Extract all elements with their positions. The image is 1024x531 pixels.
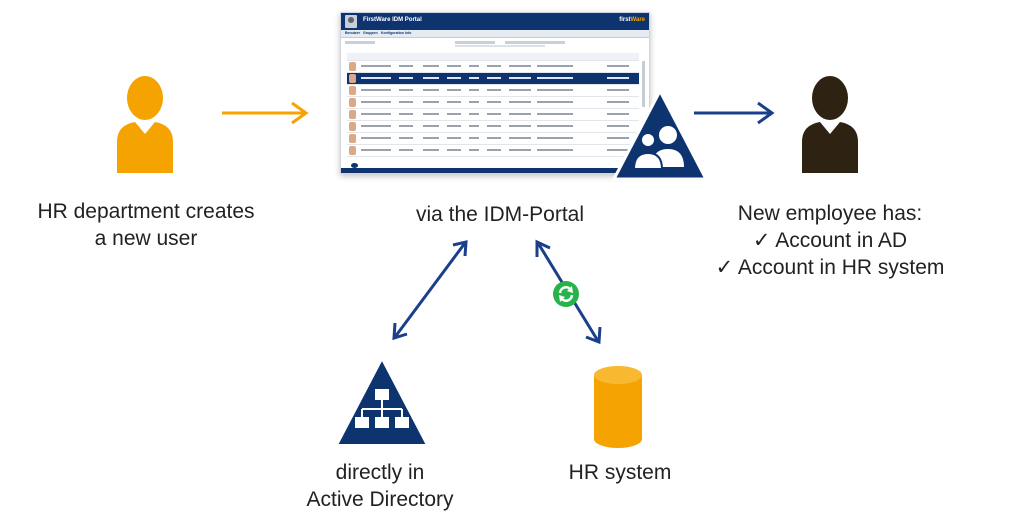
portal-user-grid (347, 53, 639, 161)
check-item-hr: ✓ Account in HR system (680, 254, 980, 281)
portal-header: FirstWare IDM Portal firstWare (341, 13, 649, 30)
portal-grid-row[interactable] (347, 121, 639, 133)
hr-system-database-icon (594, 366, 642, 448)
portal-grid-header (347, 53, 639, 61)
active-directory-line-1: directly in (335, 461, 425, 484)
portal-pager[interactable] (351, 163, 358, 168)
portal-logo-accent: Ware (630, 17, 645, 23)
portal-grid-row[interactable] (347, 109, 639, 121)
portal-grid-row[interactable] (347, 61, 639, 73)
new-employee-person-icon (802, 76, 858, 173)
portal-toolbar (345, 41, 565, 47)
hr-system-label: HR system (568, 461, 672, 484)
hr-creates-line-2: a new user (94, 227, 198, 250)
portal-logo: firstWare (619, 17, 645, 23)
check-icon: ✓ (752, 229, 776, 252)
portal-avatar (345, 15, 357, 28)
portal-logo-main: first (619, 17, 631, 23)
portal-grid-row[interactable] (347, 97, 639, 109)
arrow-hr-to-portal (222, 101, 309, 125)
portal-grid-row[interactable] (347, 85, 639, 97)
active-directory-triangle-icon (336, 358, 428, 446)
check-item-hr-text: Account in HR system (737, 256, 945, 279)
hr-creates-line-1: HR department creates (37, 200, 255, 223)
portal-tab-groups[interactable]: Gruppen (363, 31, 378, 35)
portal-tab-users[interactable]: Benutzer (345, 31, 360, 35)
hr-department-person-icon (117, 76, 173, 173)
check-item-ad-text: Account in AD (775, 229, 908, 252)
portal-grid-row[interactable] (347, 145, 639, 157)
check-item-ad: ✓ Account in AD (680, 227, 980, 254)
portal-grid-row-selected[interactable] (347, 73, 639, 85)
portal-grid-row[interactable] (347, 133, 639, 145)
hr-creates-label: HR department creates a new user (22, 198, 270, 252)
arrow-portal-to-employee (694, 101, 775, 125)
idm-portal-screenshot: FirstWare IDM Portal firstWare Benutzer … (340, 12, 650, 174)
sync-icon (553, 281, 579, 307)
portal-title: FirstWare IDM Portal (363, 17, 422, 23)
portal-footer (341, 168, 649, 173)
arrow-portal-active-directory (392, 240, 468, 341)
active-directory-line-2: Active Directory (306, 488, 454, 511)
portal-scrollbar[interactable] (642, 61, 645, 107)
new-employee-label: New employee has: ✓ Account in AD ✓ Acco… (680, 200, 980, 281)
portal-tab-config[interactable]: Konfiguration (381, 31, 404, 35)
via-portal-label: via the IDM-Portal (415, 203, 585, 226)
portal-users-triangle-icon (612, 89, 708, 181)
portal-tabs: Benutzer Gruppen Konfiguration Info (341, 30, 649, 38)
active-directory-label: directly in Active Directory (270, 459, 490, 513)
check-icon: ✓ (715, 256, 738, 279)
new-employee-heading: New employee has: (737, 202, 923, 225)
portal-tab-info[interactable]: Info (405, 31, 412, 35)
